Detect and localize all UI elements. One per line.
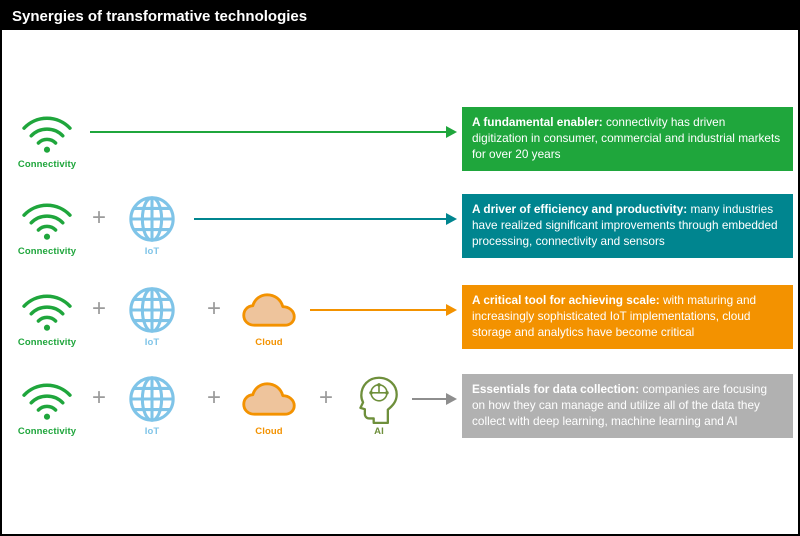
infobox-body: with maturing and increasingly sophistic… [472, 293, 757, 339]
infobox-achieving-scale: A critical tool for achieving scale: wit… [462, 285, 793, 350]
connectivity-label: Connectivity [17, 246, 77, 257]
infobox-body: connectivity has driven digitization in … [472, 115, 781, 161]
row-connectivity-iot-cloud: Connectivity + IoT + Cloud A cri [2, 285, 798, 371]
cloud-icon-group: Cloud [231, 374, 307, 437]
arrow-head [446, 213, 457, 225]
arrow-shaft [412, 397, 448, 401]
row-connectivity: Connectivity A fundamental enabler: conn… [2, 107, 798, 193]
icon-box [127, 194, 177, 244]
row-connectivity-iot-cloud-ai: Connectivity + IoT + Cloud + [2, 374, 798, 460]
icon-box [241, 285, 297, 335]
plus-sign: + [91, 295, 106, 322]
arrow-head [446, 304, 457, 316]
iot-label: IoT [144, 246, 160, 257]
cloud-label: Cloud [255, 426, 283, 437]
infobox-body: companies are focusing on how they can m… [472, 382, 768, 428]
infobox-fundamental-enabler: A fundamental enabler: connectivity has … [462, 107, 793, 172]
connectivity-label: Connectivity [17, 159, 77, 170]
arrow-row2 [194, 213, 457, 225]
icon-box [241, 374, 297, 424]
iot-icon-group: IoT [114, 285, 190, 348]
connectivity-icon-group: Connectivity [9, 374, 85, 437]
connectivity-label: Connectivity [17, 337, 77, 348]
connectivity-icon-group: Connectivity [9, 194, 85, 257]
globe-icon [127, 374, 177, 424]
cloud-icon-group: Cloud [231, 285, 307, 348]
arrow-shaft [194, 217, 448, 221]
icon-box [127, 285, 177, 335]
diagram-area: Connectivity A fundamental enabler: conn… [2, 30, 798, 534]
infobox-lead: A driver of efficiency and productivity: [472, 202, 688, 216]
plus-sign: + [91, 384, 106, 411]
arrow-head [446, 393, 457, 405]
infobox-data-collection: Essentials for data collection: companie… [462, 374, 793, 439]
wifi-icon [21, 377, 73, 421]
globe-icon [127, 285, 177, 335]
infobox-lead: A fundamental enabler: [472, 115, 603, 129]
infobox-lead: A critical tool for achieving scale: [472, 293, 660, 307]
ai-icon-group: AI [341, 374, 417, 437]
page-title: Synergies of transformative technologies [12, 7, 308, 25]
arrow-row1 [90, 126, 457, 138]
iot-label: IoT [144, 426, 160, 437]
globe-icon [127, 194, 177, 244]
plus-sign: + [318, 384, 333, 411]
plus-sign: + [206, 384, 221, 411]
wifi-icon [21, 110, 73, 154]
ai-head-icon [356, 374, 402, 424]
icon-box [21, 194, 73, 244]
icon-box [356, 374, 402, 424]
wifi-icon [21, 288, 73, 332]
row-connectivity-iot: Connectivity + IoT A driver of efficienc… [2, 194, 798, 280]
connectivity-label: Connectivity [17, 426, 77, 437]
cloud-icon [241, 379, 297, 419]
icon-box [21, 285, 73, 335]
infobox-body: many industries have realized significan… [472, 202, 778, 248]
wifi-icon [21, 197, 73, 241]
arrow-row3 [310, 304, 457, 316]
plus-sign: + [206, 295, 221, 322]
infobox-lead: Essentials for data collection: [472, 382, 640, 396]
connectivity-icon-group: Connectivity [9, 107, 85, 170]
arrow-shaft [90, 130, 448, 134]
arrow-row4 [412, 393, 457, 405]
plus-sign: + [91, 204, 106, 231]
icon-box [127, 374, 177, 424]
title-bar: Synergies of transformative technologies [2, 2, 798, 30]
iot-icon-group: IoT [114, 194, 190, 257]
icon-box [21, 374, 73, 424]
cloud-icon [241, 290, 297, 330]
infobox-efficiency-productivity: A driver of efficiency and productivity:… [462, 194, 793, 259]
cloud-label: Cloud [255, 337, 283, 348]
connectivity-icon-group: Connectivity [9, 285, 85, 348]
arrow-head [446, 126, 457, 138]
ai-label: AI [374, 426, 384, 437]
iot-icon-group: IoT [114, 374, 190, 437]
arrow-shaft [310, 308, 448, 312]
icon-box [21, 107, 73, 157]
iot-label: IoT [144, 337, 160, 348]
